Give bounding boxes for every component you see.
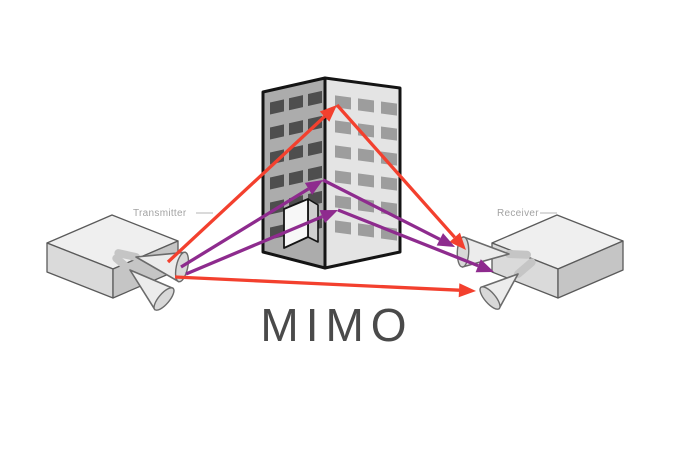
signal-arrowhead: [475, 259, 494, 273]
building-windows-right: [335, 95, 397, 241]
building-window: [308, 140, 322, 157]
signal-segment: [322, 178, 441, 241]
horn-antennas: [112, 236, 536, 311]
caption: MIMO: [260, 299, 413, 351]
signal-path-red-bounce-high: [166, 103, 466, 264]
building-window: [381, 151, 397, 166]
building-window: [358, 223, 374, 238]
building-window: [381, 176, 397, 191]
building-window: [270, 149, 284, 165]
building-window: [358, 148, 374, 163]
signal-arrowhead: [319, 210, 338, 224]
signal-arrowhead: [304, 180, 323, 195]
horn-mouth: [153, 287, 175, 311]
horn-feed-tube: [514, 258, 536, 278]
signal-segment: [174, 275, 460, 292]
building-window: [358, 198, 374, 213]
building-window: [270, 99, 284, 115]
building-window: [335, 120, 351, 135]
building-window: [289, 95, 303, 111]
building-window: [289, 170, 303, 186]
receiver-label: Receiver: [497, 208, 539, 219]
building-window: [308, 90, 322, 107]
building-window: [335, 195, 351, 210]
building-entrance-front: [283, 198, 309, 249]
horn-mouth: [479, 286, 501, 310]
horn-antenna-receiver: [479, 258, 536, 310]
building-window: [335, 220, 351, 235]
building-window: [335, 170, 351, 185]
horn-feed-tube: [114, 249, 140, 261]
signal-path-red-direct-low: [174, 275, 476, 298]
signal-arrowhead: [458, 283, 476, 298]
signal-paths: [166, 103, 494, 298]
building-window: [381, 126, 397, 141]
building-window: [308, 165, 322, 182]
building-window: [381, 101, 397, 116]
signal-segment: [335, 103, 456, 239]
building-window: [270, 124, 284, 140]
signal-segment: [185, 215, 323, 276]
building: [261, 76, 402, 270]
receiver-box-side: [557, 240, 624, 299]
signal-arrowhead: [449, 232, 466, 250]
signal-path-purple-bounce-low: [185, 208, 494, 276]
horn-feed-tube: [505, 250, 531, 259]
horn-antenna-transmitter: [112, 254, 175, 311]
signal-segment: [180, 187, 310, 269]
building-window: [335, 145, 351, 160]
building-window: [358, 173, 374, 188]
signal-path-purple-bounce-mid: [180, 178, 455, 269]
signal-arrowhead: [436, 233, 455, 247]
signal-segment: [337, 208, 479, 268]
horn-feed-tube: [112, 254, 134, 274]
transmitter-label: Transmitter: [133, 208, 187, 219]
building-window: [289, 120, 303, 136]
building-window: [358, 98, 374, 113]
signal-segment: [166, 115, 326, 264]
signal-arrowhead: [319, 105, 337, 122]
building-window: [270, 174, 284, 190]
building-window: [289, 145, 303, 161]
